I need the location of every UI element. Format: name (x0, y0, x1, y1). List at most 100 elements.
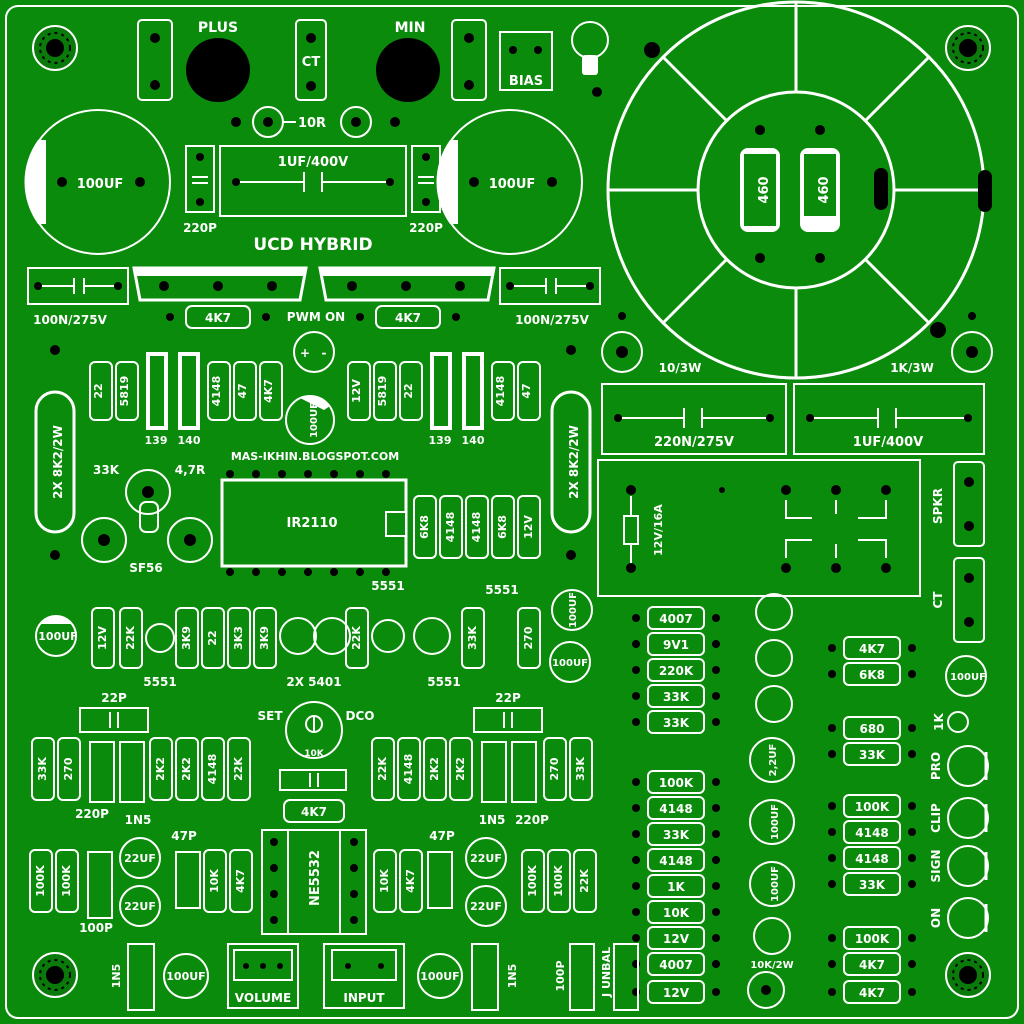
right-col-a-label-7: 33K (663, 828, 690, 842)
transistor-2: 139 (429, 434, 452, 447)
right-col-a-item: 12V (632, 926, 720, 950)
right-col-b-label-3: 33K (859, 748, 886, 762)
min-label: MIN (395, 20, 426, 36)
c220p-left: 220P (75, 807, 109, 821)
film-top-label: 1UF/400V (278, 155, 348, 170)
low-left-2: 10K (208, 869, 221, 893)
c22uf-0: 22UF (124, 852, 156, 865)
led-1k-label: 1K (932, 712, 946, 730)
right-col-b-label-5: 4148 (855, 826, 888, 840)
q5551-a: 5551 (371, 579, 404, 593)
right-col-a-label-4: 33K (663, 716, 690, 730)
mid-row-8: 270 (522, 626, 535, 649)
snub-right-label: 220P (409, 221, 443, 235)
mid-row-6: 22K (350, 626, 363, 650)
trim-label: 10K (304, 749, 325, 759)
low-left-1: 100K (60, 865, 73, 897)
pre-left-b-2: 4148 (206, 754, 219, 785)
c220p-right: 220P (515, 813, 549, 827)
bot-1n5-left: 1N5 (110, 964, 123, 989)
volume-connector[interactable] (227, 943, 299, 1009)
led-sign-label: SIGN (929, 850, 943, 883)
led-on-label: ON (929, 908, 943, 928)
spkr-label: SPKR (931, 488, 945, 524)
c22uf-1: 22UF (124, 900, 156, 913)
gate-right-0: 12V (350, 379, 363, 403)
right-cap-2: 100UF (770, 866, 781, 902)
right-col-b-label-8: 100K (855, 932, 890, 946)
relay-coil-label: 12V/16A (652, 504, 665, 556)
output-inductor (606, 0, 992, 380)
preamp-r4k7: 4K7 (301, 805, 327, 819)
mid-row-7: 33K (466, 626, 479, 650)
c47p-right: 47P (429, 829, 455, 843)
pre-right-b-1: 33K (574, 757, 587, 781)
gate-right-1: 5819 (376, 376, 389, 407)
right-col-a-label-12: 4007 (659, 958, 692, 972)
res-2w-right-label: 2X 8K2/2W (567, 425, 581, 499)
gate-res-left-label: 4K7 (205, 311, 231, 325)
r10-3w-label: 10/3W (659, 361, 702, 375)
c100p-left: 100P (79, 921, 113, 935)
right-col-a-item: 1K (632, 874, 720, 898)
right-col-a-label-9: 1K (667, 880, 685, 894)
bot-100uf-left: 100UF (166, 970, 205, 983)
gate-stack-right (347, 352, 541, 430)
mid-resistor-row (91, 607, 541, 669)
right-col-a-label-11: 12V (663, 932, 690, 946)
right-col-b-label-6: 4148 (855, 852, 888, 866)
mid-row-3: 22 (206, 630, 219, 645)
led-sign-icon (947, 845, 989, 887)
pre-right-a-1: 4148 (402, 754, 415, 785)
c22p-right: 22P (495, 691, 521, 705)
right-col-a-label-8: 4148 (659, 854, 692, 868)
right-col-a-label-1: 9V1 (663, 638, 689, 652)
low-left-3: 4K7 (234, 869, 247, 893)
right-col-a-item: 4148 (632, 796, 720, 820)
right-col-a-label-5: 100K (659, 776, 694, 790)
core-a-label: 460 (757, 176, 772, 203)
low-right-4: 22K (578, 869, 591, 893)
dco-label: DCO (346, 709, 375, 723)
core-b-label: 460 (817, 176, 832, 203)
preamp-left-a (31, 737, 251, 803)
q5401-label: 2X 5401 (286, 675, 341, 689)
boot-0: 6K8 (418, 515, 431, 539)
input-connector[interactable] (323, 943, 405, 1009)
trimmer-pot-icon[interactable] (285, 701, 343, 759)
gate-left-0: 22 (92, 383, 105, 398)
right-col-a-item: 33K (632, 710, 720, 734)
board-title: UCD HYBRID (253, 235, 372, 255)
right-col-a-label-3: 33K (663, 690, 690, 704)
mounting-hole-bl-icon (32, 952, 78, 998)
driver-r47-label: 4,7R (175, 463, 206, 477)
right-col-b-item: 33K (828, 742, 916, 766)
gate-res-right-label: 4K7 (395, 311, 421, 325)
pre-right-a-0: 22K (376, 757, 389, 781)
input-label: INPUT (343, 991, 385, 1005)
board-outline (5, 5, 1019, 1019)
right-col-a-label-0: 4007 (659, 612, 692, 626)
right-col-b-item: 100K (828, 794, 916, 818)
x1uf-label: 1UF/400V (853, 435, 923, 450)
mid-cap-2: 100UF (552, 658, 588, 669)
right-col-b-item: 33K (828, 872, 916, 896)
led-clip-icon (947, 797, 989, 839)
gate-left-3: 47 (236, 383, 249, 398)
right-col-a-label-6: 4148 (659, 802, 692, 816)
right-col-b-label-2: 680 (859, 722, 884, 736)
right-cap-1: 100UF (770, 804, 781, 840)
low-right-0: 10K (378, 869, 391, 893)
mid-row-0: 12V (96, 626, 109, 650)
right-col-a-item: 12V (632, 980, 720, 1004)
right-col-a-item: 100K (632, 770, 720, 794)
c47p-left: 47P (171, 829, 197, 843)
transistor-3: 140 (462, 434, 485, 447)
res-2w-left-label: 2X 8K2/2W (51, 425, 65, 499)
mounting-hole-tl-icon (32, 25, 78, 71)
transistor-1: 140 (178, 434, 201, 447)
x2-right-label: 100N/275V (515, 313, 590, 327)
low-left-0: 100K (34, 865, 47, 897)
r1k-3w-label: 1K/3W (890, 361, 934, 375)
svg-text:-: - (322, 346, 327, 360)
